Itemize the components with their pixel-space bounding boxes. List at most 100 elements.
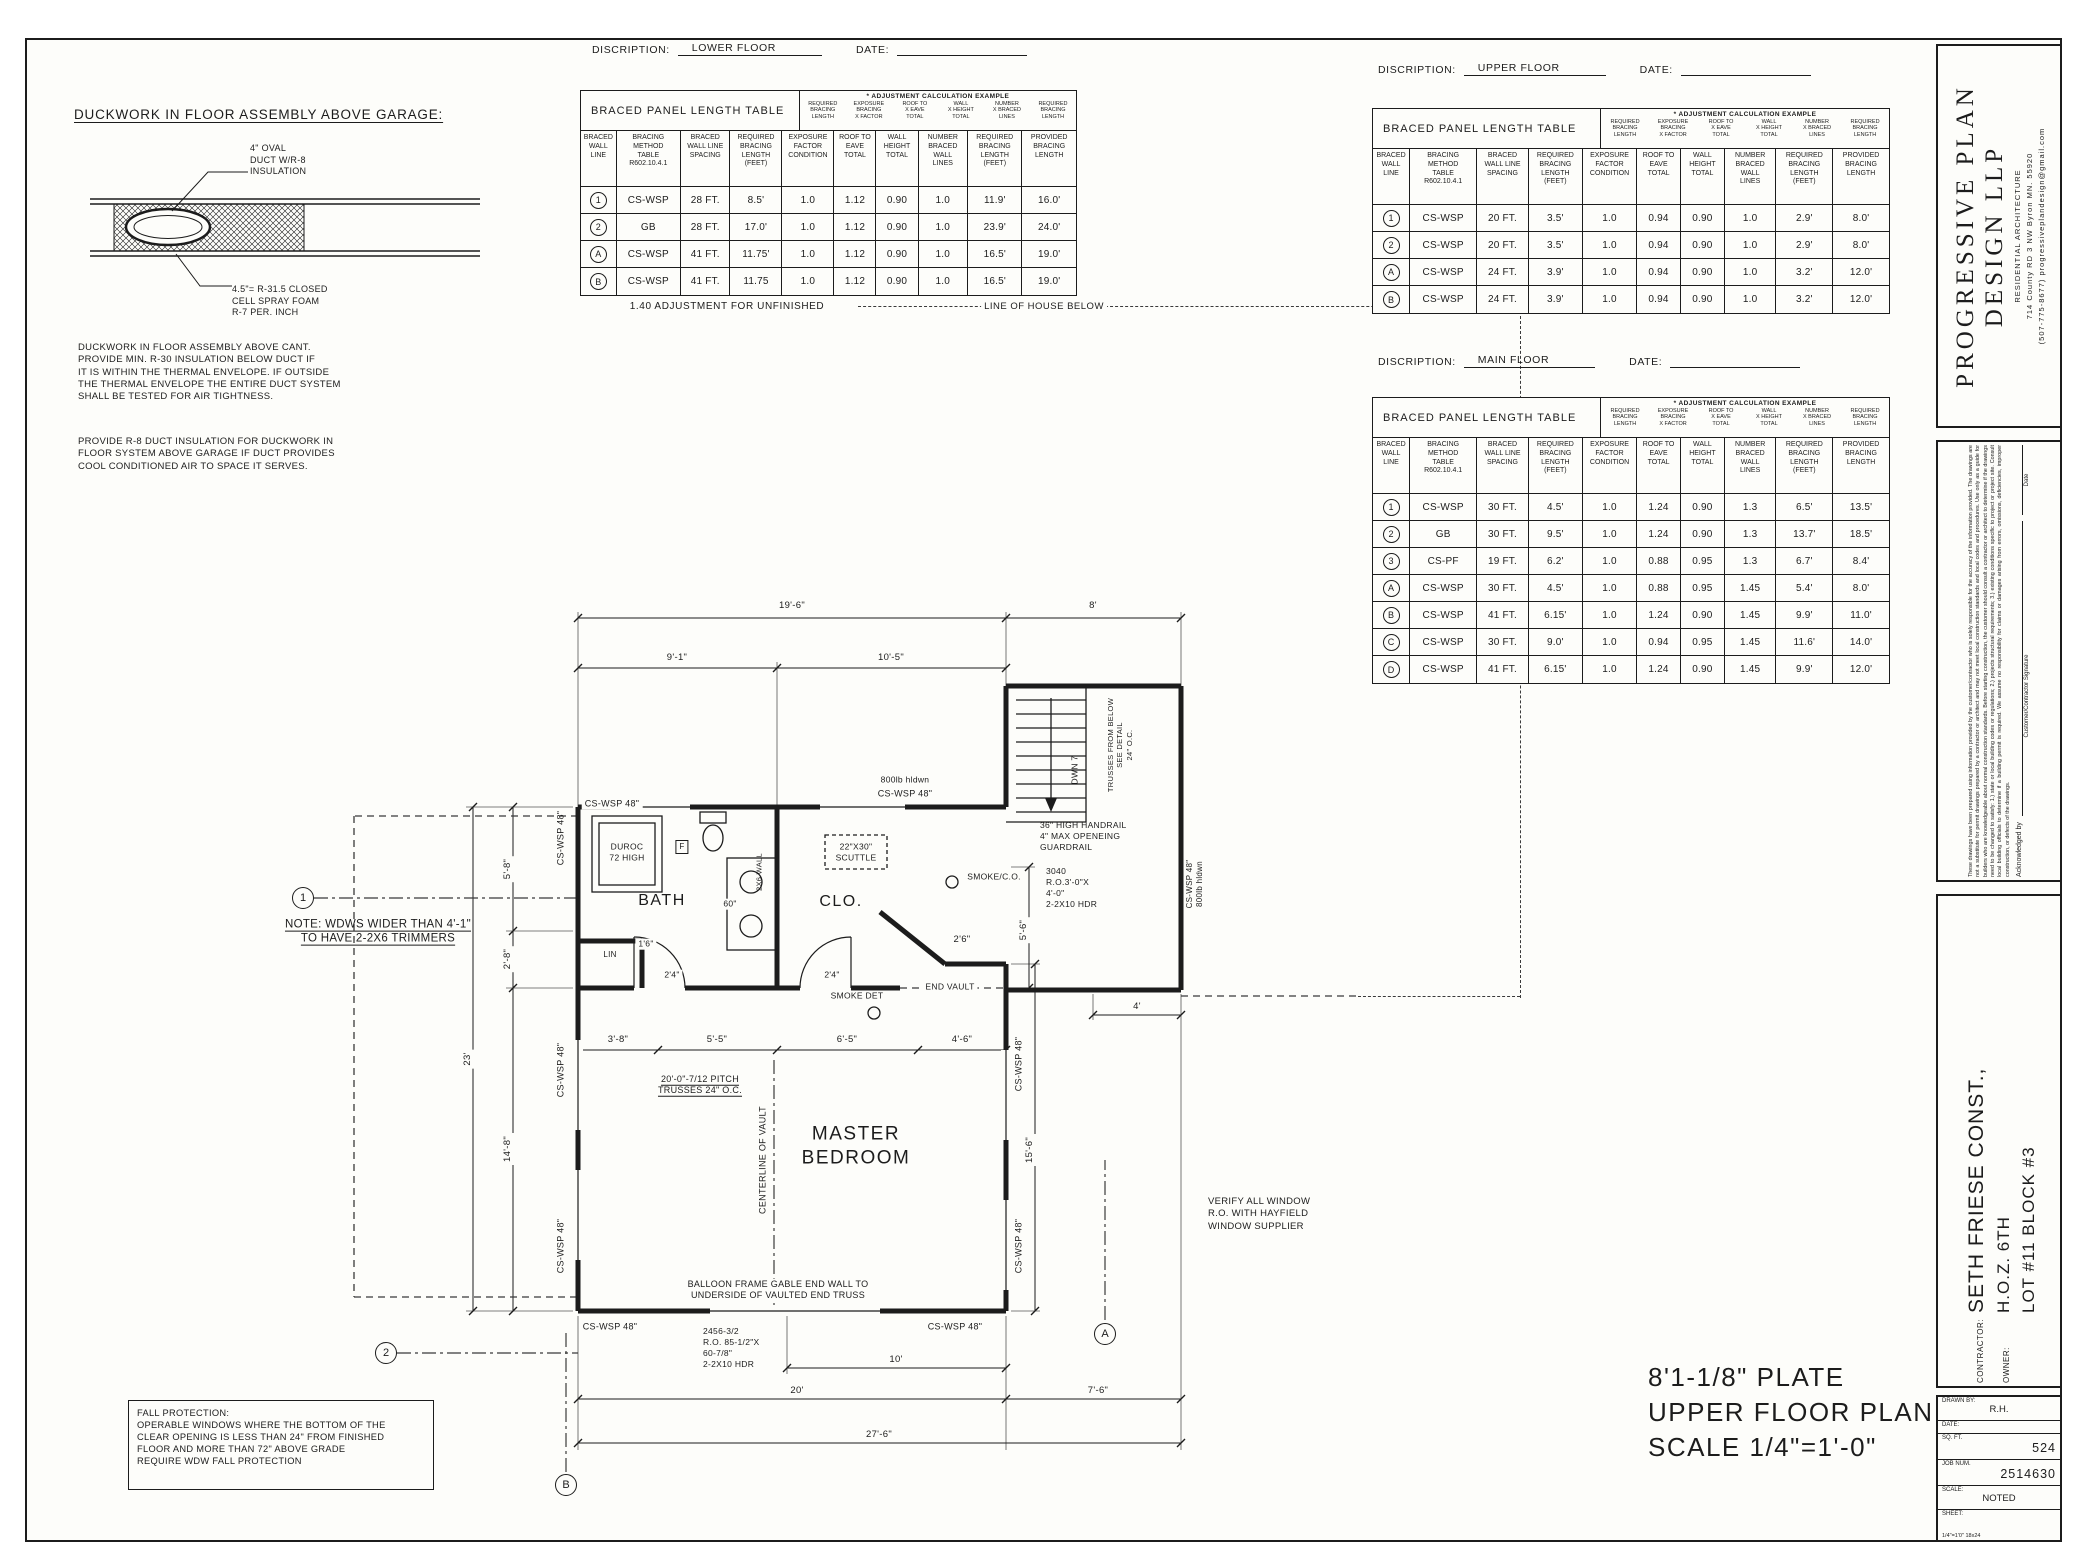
- cell-num-lines: 1.45: [1723, 575, 1776, 601]
- job-label: JOB NUM.: [1942, 1461, 1971, 1467]
- cell-num-lines: 1.0: [917, 241, 968, 267]
- adjustment-example: * ADJUSTMENT CALCULATION EXAMPLE REQUIRE…: [1600, 109, 1889, 148]
- dim-23: 23': [462, 1049, 474, 1069]
- cell-wall-line: 2: [1373, 521, 1409, 547]
- acknowledged-label: Acknowledged by: [2015, 822, 2023, 877]
- wall-line-bubble: B: [1382, 606, 1400, 624]
- cs-wsp-label: CS-WSP 48": [1013, 1218, 1024, 1274]
- adjustment-col-label: ROOF TO X EAVE TOTAL: [1708, 119, 1734, 138]
- column-header: REQUIRED BRACING LENGTH (FEET): [1775, 149, 1832, 204]
- table-row: D CS-WSP 41 FT. 6.15' 1.0 1.24 0.90 1.45…: [1373, 656, 1889, 683]
- dim-10-5: 10'-5": [875, 652, 907, 664]
- cell-spacing: 41 FT.: [679, 268, 730, 295]
- wall-line-bubble: 3: [1382, 552, 1400, 570]
- cell-wall-line: C: [1373, 629, 1409, 655]
- cell-spacing: 41 FT.: [1476, 656, 1528, 683]
- column-header: BRACED WALL LINE SPACING: [1476, 149, 1528, 204]
- cell-exposure: 1.0: [1581, 548, 1636, 574]
- cell-exposure: 1.0: [781, 268, 833, 295]
- cell-method: GB: [1409, 521, 1476, 547]
- dim-2-4-bath-door: 2'4": [661, 969, 683, 981]
- wall-line-bubble: D: [1382, 661, 1400, 678]
- cell-exposure: 1.0: [1581, 575, 1636, 601]
- cell-wall-height: 0.90: [1679, 286, 1724, 313]
- wall-2x6-label: 2X6 WALL: [754, 853, 764, 891]
- cell-required-adjusted: 3.2': [1775, 259, 1832, 285]
- dim-5-6: 5'-6": [1018, 916, 1030, 944]
- adjustment-col-label: EXPOSURE BRACING X FACTOR: [1657, 119, 1689, 138]
- cell-required-length: 6.15': [1527, 656, 1582, 683]
- dim-1-6: 1'6": [635, 938, 657, 950]
- cell-provided: 19.0': [1021, 241, 1075, 267]
- column-header: BRACING METHOD TABLE R602.10.4.1: [1409, 438, 1476, 493]
- wall-line-marker-A: A: [1094, 1323, 1116, 1345]
- drawn-by-value: R.H.: [1989, 1404, 2009, 1415]
- cell-method: CS-WSP: [1409, 205, 1476, 231]
- date-blank-line: [1680, 75, 1811, 76]
- cell-wall-line: 3: [1373, 548, 1409, 574]
- adjustment-col-label: REQUIRED BRACING LENGTH: [1610, 408, 1640, 427]
- cell-required-length: 3.9': [1527, 286, 1582, 313]
- date-label: DATE:: [1629, 356, 1663, 368]
- discription-label: DISCRIPTION:: [1378, 356, 1456, 368]
- cell-wall-height: 0.90: [875, 241, 917, 267]
- cell-roof-eave: 1.24: [1636, 494, 1680, 520]
- scale-value: NOTED: [1982, 1493, 2016, 1504]
- cell-required-adjusted: 9.9': [1775, 602, 1832, 628]
- wall-line-bubble: C: [1382, 633, 1400, 651]
- table-row: 2 GB 30 FT. 9.5' 1.0 1.24 0.90 1.3 13.7'…: [1373, 521, 1889, 548]
- cell-required-length: 3.9': [1527, 259, 1582, 285]
- acknowledged-row: Acknowledged by: [2016, 445, 2023, 877]
- table-row: 2 GB 28 FT. 17.0' 1.0 1.12 0.90 1.0 23.9…: [581, 214, 1076, 241]
- adjustment-col-label: REQUIRED BRACING LENGTH: [808, 101, 838, 120]
- trusses-below-note: TRUSSES FROM BELOW SEE DETAIL 24" O.C.: [1105, 697, 1134, 793]
- cell-required-length: 3.5': [1527, 205, 1582, 231]
- cs-wsp-holdown-label: CS-WSP 48" 800lb hldwn: [1185, 859, 1204, 909]
- cell-required-adjusted: 6.5': [1775, 494, 1832, 520]
- wall-line-bubble: 1: [1382, 498, 1400, 516]
- wall-line-bubble: B: [1382, 291, 1400, 308]
- cell-num-lines: 1.45: [1723, 656, 1776, 683]
- wall-line-bubble: 2: [1382, 525, 1400, 543]
- sheet-label: SHEET:: [1942, 1511, 1964, 1517]
- wall-line-bubble: B: [589, 273, 607, 290]
- cell-num-lines: 1.3: [1723, 548, 1776, 574]
- column-header: EXPOSURE FACTOR CONDITION: [781, 131, 833, 186]
- adjustment-col-label: REQUIRED BRACING LENGTH: [1610, 119, 1640, 138]
- adjustment-col-label: ROOF TO X EAVE TOTAL: [902, 101, 928, 120]
- cell-required-adjusted: 16.5': [967, 268, 1021, 295]
- table-title: BRACED PANEL LENGTH TABLE: [1383, 122, 1577, 135]
- dim-8: 8': [1086, 600, 1100, 612]
- cell-roof-eave: 1.24: [1636, 656, 1680, 683]
- end-vault-label: END VAULT: [922, 981, 978, 993]
- cell-required-length: 11.75': [729, 241, 781, 267]
- column-header: WALL HEIGHT TOTAL: [1679, 438, 1724, 493]
- cell-exposure: 1.0: [1581, 656, 1636, 683]
- adjustment-col-label: ROOF TO X EAVE TOTAL: [1708, 408, 1734, 427]
- reference-dashline: [858, 306, 988, 307]
- column-header: REQUIRED BRACING LENGTH (FEET): [1527, 149, 1582, 204]
- column-header: BRACING METHOD TABLE R602.10.4.1: [615, 131, 680, 186]
- cell-wall-line: 2: [581, 214, 616, 240]
- truss-pitch-note: 20'-0"-7/12 PITCH TRUSSES 24" O.C.: [657, 1073, 743, 1095]
- cell-spacing: 41 FT.: [679, 241, 730, 267]
- cell-exposure: 1.0: [781, 187, 833, 213]
- table-top-band: BRACED PANEL LENGTH TABLE * ADJUSTMENT C…: [1373, 398, 1889, 438]
- verify-windows-note: VERIFY ALL WINDOW R.O. WITH HAYFIELD WIN…: [1208, 1196, 1311, 1232]
- cell-spacing: 24 FT.: [1476, 259, 1528, 285]
- cell-wall-height: 0.90: [1679, 259, 1724, 285]
- column-header: BRACING METHOD TABLE R602.10.4.1: [1409, 149, 1476, 204]
- cell-required-adjusted: 16.5': [967, 241, 1021, 267]
- firm-name-line1: PROGRESSIVE PLAN: [1952, 84, 1980, 388]
- wall-line-bubble: 2: [1382, 236, 1400, 254]
- adjustment-title: * ADJUSTMENT CALCULATION EXAMPLE: [1673, 111, 1817, 118]
- cell-required-adjusted: 2.9': [1775, 205, 1832, 231]
- table-row: B CS-WSP 41 FT. 6.15' 1.0 1.24 0.90 1.45…: [1373, 602, 1889, 629]
- cell-method: CS-WSP: [1409, 602, 1476, 628]
- cs-wsp-label: CS-WSP 48": [581, 798, 643, 810]
- braced-panel-table-main: BRACED PANEL LENGTH TABLE * ADJUSTMENT C…: [1372, 397, 1890, 684]
- cell-wall-line: B: [1373, 602, 1409, 628]
- cell-num-lines: 1.3: [1723, 521, 1776, 547]
- titleblock-owner-panel: [1936, 894, 2062, 1388]
